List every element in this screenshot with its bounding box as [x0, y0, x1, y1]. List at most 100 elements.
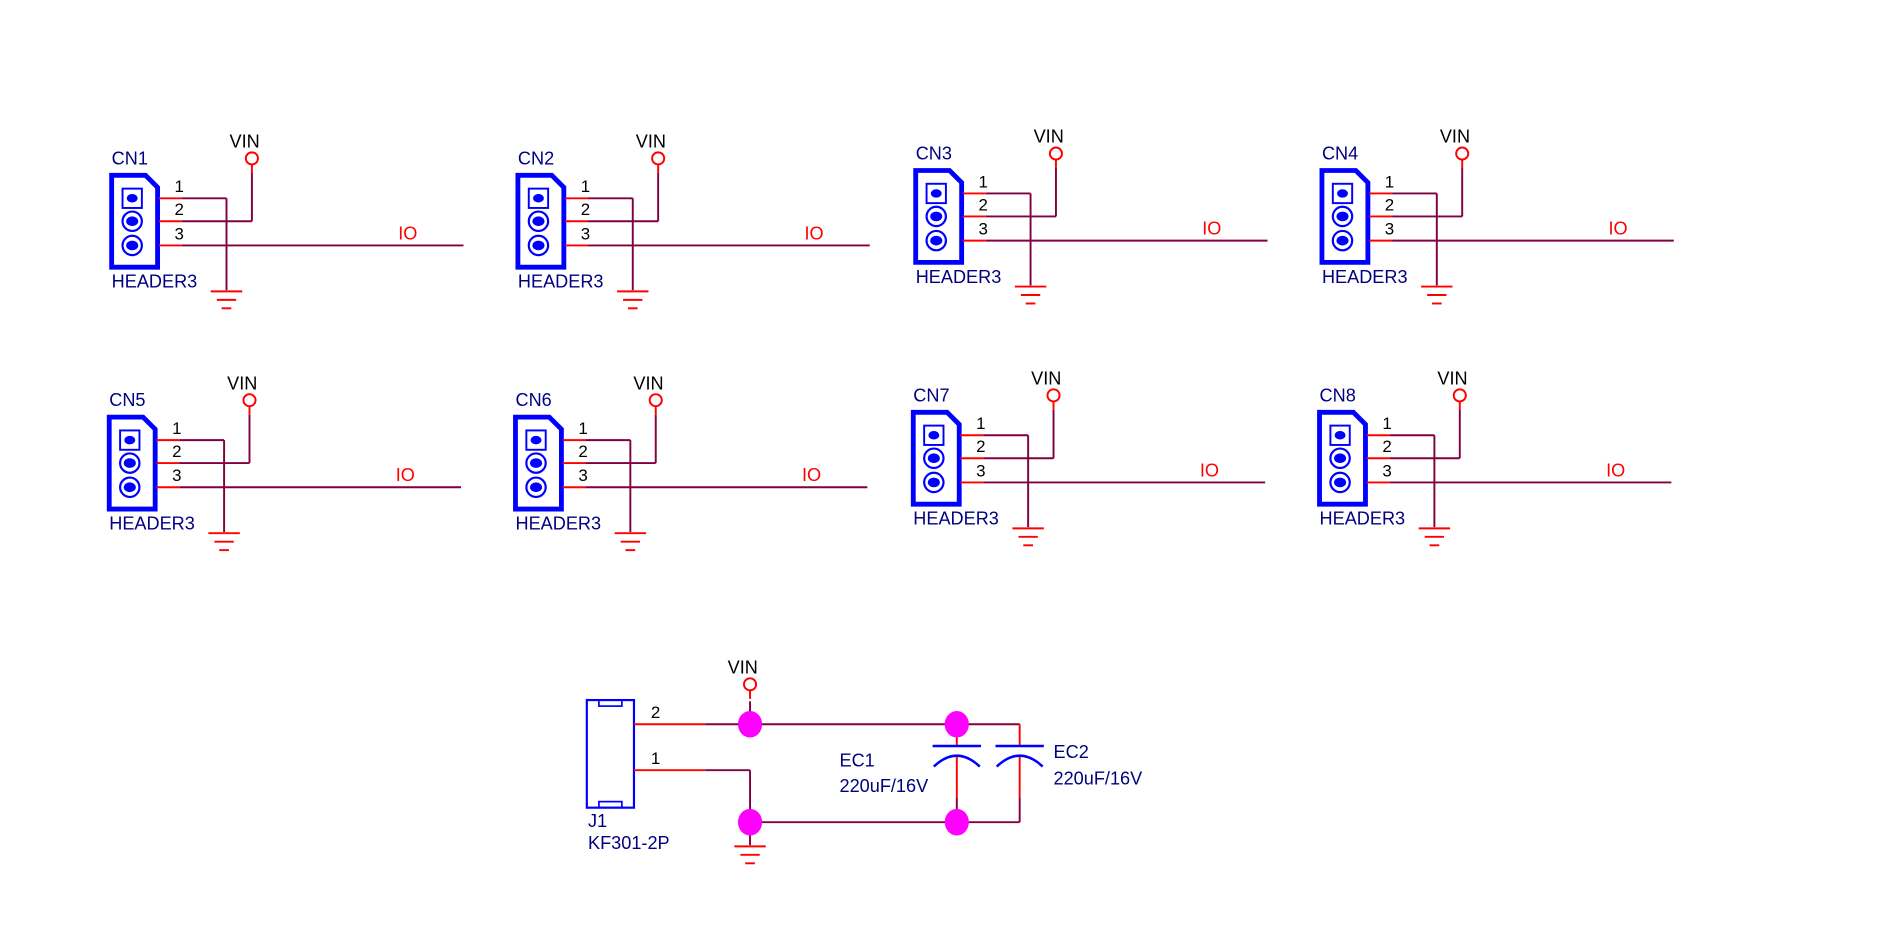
ground-icon — [210, 290, 243, 310]
pin-number: 2 — [581, 200, 590, 219]
pin-number: 2 — [1385, 195, 1394, 214]
pin-pad — [532, 216, 545, 227]
component-ref: CN6 — [515, 390, 551, 410]
junction-dot — [944, 808, 969, 836]
power-port-label: VIN — [227, 373, 257, 393]
pin-number: 1 — [175, 177, 184, 196]
net-label-io: IO — [1606, 460, 1625, 480]
power-port-label: VIN — [230, 132, 260, 152]
ground-icon — [1418, 527, 1451, 547]
power-port-icon — [242, 393, 257, 408]
component-ref: EC1 — [840, 751, 875, 771]
connector-body — [585, 698, 636, 809]
ground-icon — [614, 532, 647, 552]
header-body — [1317, 409, 1368, 507]
component-value: HEADER3 — [1322, 267, 1408, 287]
power-port-icon — [1048, 146, 1063, 161]
ground-icon — [734, 845, 766, 865]
pin-number: 1 — [976, 414, 985, 433]
component-ref: CN4 — [1322, 144, 1358, 164]
pin-pad — [124, 435, 136, 445]
pin-pad — [1336, 211, 1349, 222]
junction-dot — [737, 710, 763, 738]
power-port-icon — [244, 151, 259, 166]
component-ref: CN5 — [109, 390, 145, 410]
component-ref: EC2 — [1054, 742, 1089, 762]
component-ref: CN2 — [518, 148, 554, 168]
pin-ring — [1329, 471, 1351, 494]
pin-ring — [923, 447, 945, 470]
capacitor-ec1: EC1 220uF/16V — [840, 724, 981, 823]
ground-icon — [1421, 285, 1453, 305]
pin-number: 3 — [976, 461, 985, 480]
pin-pad — [533, 194, 544, 203]
pin-number: 1 — [651, 749, 660, 768]
pin-pad — [930, 189, 942, 198]
ground-icon — [617, 290, 649, 310]
pin-number: 3 — [1382, 461, 1391, 480]
pin-ring — [1329, 447, 1351, 470]
net-label-io: IO — [1202, 219, 1221, 239]
pin-ring — [925, 205, 948, 228]
power-port-label: VIN — [636, 132, 666, 152]
component-ref: CN8 — [1320, 385, 1356, 405]
component-value: HEADER3 — [518, 272, 604, 292]
pin-ring — [527, 234, 550, 257]
pin-square — [1329, 424, 1351, 446]
pin-ring — [1331, 205, 1354, 228]
header-connectors: CN1HEADER3123VINIOCN2HEADER3123VINIOCN3H… — [106, 127, 1674, 552]
pin-pad — [1334, 431, 1346, 440]
power-port-icon — [651, 151, 666, 166]
power-port-icon — [743, 677, 758, 692]
pin-square — [119, 429, 141, 451]
pin-pad — [1334, 453, 1347, 464]
pin-pad — [927, 477, 940, 488]
component-value: HEADER3 — [515, 514, 601, 534]
header-body — [910, 409, 962, 507]
pin-number: 2 — [578, 442, 587, 461]
pin-pad — [126, 240, 139, 251]
pin-number: 1 — [172, 419, 181, 438]
pin-number: 2 — [1382, 437, 1391, 456]
pin-pad — [126, 216, 139, 227]
pin-pad — [532, 240, 545, 251]
header-body — [1319, 168, 1371, 265]
pin-ring — [923, 471, 945, 494]
power-port-label: VIN — [728, 657, 758, 677]
pin-square — [527, 187, 550, 209]
component-ref: CN1 — [112, 148, 148, 168]
power-port-label: VIN — [1031, 368, 1061, 388]
component-value: HEADER3 — [109, 514, 195, 534]
net-label-io: IO — [1200, 460, 1219, 480]
pin-square — [1331, 182, 1354, 205]
capacitor-curved-plate — [995, 754, 1044, 768]
pin-number: 2 — [172, 442, 181, 461]
component-value: HEADER3 — [913, 509, 999, 529]
component-ref: J1 — [588, 811, 607, 831]
net-label-io: IO — [398, 223, 417, 243]
power-port-icon — [1455, 146, 1470, 161]
pin-pad — [1336, 235, 1349, 246]
pin-pad — [529, 458, 543, 468]
component-value: 220uF/16V — [840, 776, 930, 796]
power-port-label: VIN — [1034, 127, 1064, 147]
pin-pad — [126, 194, 138, 203]
pin-pad — [1334, 477, 1347, 488]
pin-pad — [930, 235, 943, 246]
pin-square — [925, 182, 947, 205]
pin-number: 2 — [175, 200, 184, 219]
pin-number: 3 — [578, 466, 587, 485]
connector-tab — [598, 800, 623, 809]
ground-icon — [208, 532, 240, 552]
ground-icon — [1012, 527, 1044, 547]
pin-pad — [123, 458, 136, 468]
